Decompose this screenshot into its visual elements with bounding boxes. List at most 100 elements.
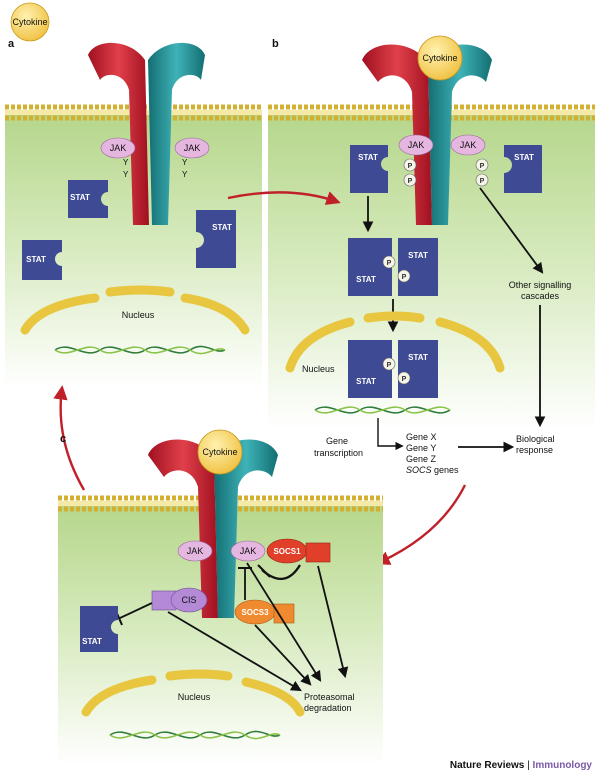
stat-label: STAT bbox=[514, 153, 534, 162]
stat-b-1: STAT bbox=[350, 145, 388, 193]
phospho-label: P bbox=[387, 260, 392, 267]
socs1-protein: SOCS1 bbox=[266, 538, 331, 564]
stat-label: STAT bbox=[356, 275, 376, 284]
jak-b-right bbox=[450, 134, 486, 156]
cytokine-ligand-c bbox=[197, 429, 243, 475]
stat-dimer-nucleus-b: STAT STAT P P bbox=[348, 340, 438, 398]
stat-label: STAT bbox=[82, 637, 102, 646]
stat-label: STAT bbox=[408, 353, 428, 362]
arrow-jak-to-degradation bbox=[246, 562, 322, 682]
jak-a-left bbox=[100, 137, 136, 159]
tyrosine-label: Y bbox=[182, 158, 188, 167]
socs3-protein: SOCS3 bbox=[234, 599, 295, 625]
cytokine-label-a: Cytokine bbox=[12, 17, 47, 27]
jak-label: JAK bbox=[187, 546, 204, 556]
receptor-red-b bbox=[362, 44, 432, 225]
tyrosine-label: Y bbox=[123, 158, 129, 167]
phospho-b-left: P P bbox=[403, 158, 417, 187]
receptor-red-c bbox=[148, 439, 218, 618]
phospho-label: P bbox=[402, 274, 407, 281]
cytokine-ligand-b bbox=[417, 35, 463, 81]
arrow-to-other-signalling bbox=[479, 187, 544, 274]
red-arrow-b-to-c bbox=[375, 484, 467, 565]
phospho-label: P bbox=[480, 163, 485, 170]
receptor-teal-b bbox=[428, 44, 492, 225]
stat-label: STAT bbox=[356, 377, 376, 386]
phospho-label: P bbox=[408, 163, 413, 170]
phospho-label: P bbox=[402, 376, 407, 383]
socs1-label: SOCS1 bbox=[273, 547, 301, 556]
cis-inhibition-line bbox=[119, 602, 153, 619]
journal-section: Immunology bbox=[532, 760, 592, 771]
phospho-label: P bbox=[387, 362, 392, 369]
gene-transcription-label-1: Gene bbox=[326, 436, 348, 446]
stat-b-2: STAT bbox=[504, 145, 542, 193]
nucleus-b bbox=[285, 311, 505, 373]
panel-label-b: b bbox=[272, 38, 279, 50]
nucleus-label-c: Nucleus bbox=[178, 692, 211, 702]
stat-label: STAT bbox=[358, 153, 378, 162]
gene-transcription-label-2: transcription bbox=[314, 448, 363, 458]
arrow-cis-to-degradation bbox=[167, 611, 302, 692]
stat-a-3: STAT bbox=[22, 240, 62, 280]
receptor-teal-a bbox=[148, 42, 205, 225]
biological-response-label-2: response bbox=[516, 445, 553, 455]
receptor-teal-c bbox=[214, 439, 278, 618]
dna-a bbox=[54, 345, 226, 355]
panel-label-a: a bbox=[8, 38, 15, 50]
socs1-inhibition-bar bbox=[257, 564, 271, 578]
stat-a-2: STAT bbox=[196, 210, 236, 268]
panel-b: b Cytokine JAK JAK P P P P STAT STAT bbox=[268, 35, 595, 475]
dna-c bbox=[109, 730, 281, 740]
phospho-b-right: P P bbox=[475, 158, 489, 187]
proteasomal-label-1: Proteasomal bbox=[304, 692, 355, 702]
cytokine-label-b: Cytokine bbox=[422, 53, 457, 63]
receptor-red-a bbox=[88, 42, 149, 225]
credit-separator: | bbox=[527, 760, 530, 771]
jak-label: JAK bbox=[240, 546, 257, 556]
dna-b bbox=[314, 406, 451, 414]
nucleus-a bbox=[20, 285, 250, 335]
jak-label: JAK bbox=[408, 140, 425, 150]
stat-label: STAT bbox=[70, 193, 90, 202]
gene-y-label: Gene Y bbox=[406, 443, 436, 453]
arrow-transcription bbox=[377, 418, 404, 451]
tyrosine-label: Y bbox=[123, 170, 129, 179]
stat-label: STAT bbox=[212, 223, 232, 232]
gene-z-label: Gene Z bbox=[406, 454, 437, 464]
panel-label-c: c bbox=[60, 433, 66, 445]
gene-x-label: Gene X bbox=[406, 432, 437, 442]
stat-a-1: STAT bbox=[68, 180, 108, 218]
panel-a: a Cytokine JAK JAK Y Y Y Y STAT STAT STA… bbox=[5, 2, 262, 387]
tyrosine-label: Y bbox=[182, 170, 188, 179]
red-arrow-a-to-b bbox=[227, 191, 341, 205]
cis-protein: CIS bbox=[151, 587, 208, 613]
jak-b-left bbox=[398, 134, 434, 156]
phospho-label: P bbox=[408, 178, 413, 185]
jak-label: JAK bbox=[184, 143, 201, 153]
jak-label: JAK bbox=[110, 143, 127, 153]
phospho-label: P bbox=[480, 178, 485, 185]
jak-c-right bbox=[230, 540, 266, 562]
red-arrow-c-to-a bbox=[53, 385, 86, 491]
jak-a-right bbox=[174, 137, 210, 159]
socs-genes-label: SOCS genes bbox=[406, 465, 459, 475]
stat-label: STAT bbox=[408, 251, 428, 260]
proteasomal-label-2: degradation bbox=[304, 703, 352, 713]
other-signalling-label-1: Other signalling bbox=[509, 280, 572, 290]
arrow-socs3-to-degradation bbox=[254, 624, 312, 686]
cis-label: CIS bbox=[181, 595, 196, 605]
stat-c: STAT bbox=[80, 606, 118, 652]
panel-c: c Cytokine JAK JAK SOCS1 SOCS3 CIS bbox=[58, 429, 383, 765]
cytokine-ligand-a bbox=[10, 2, 50, 42]
socs3-label: SOCS3 bbox=[241, 608, 269, 617]
journal-name: Nature Reviews bbox=[449, 760, 525, 771]
stat-dimer-b: STAT STAT P P bbox=[348, 238, 438, 296]
journal-credit: Nature Reviews | Immunology bbox=[450, 760, 592, 771]
cytokine-label-c: Cytokine bbox=[202, 447, 237, 457]
jak-c-left bbox=[177, 540, 213, 562]
jak-label: JAK bbox=[460, 140, 477, 150]
socs-genes-italic: SOCS bbox=[406, 465, 432, 475]
nucleus-c bbox=[81, 669, 305, 717]
